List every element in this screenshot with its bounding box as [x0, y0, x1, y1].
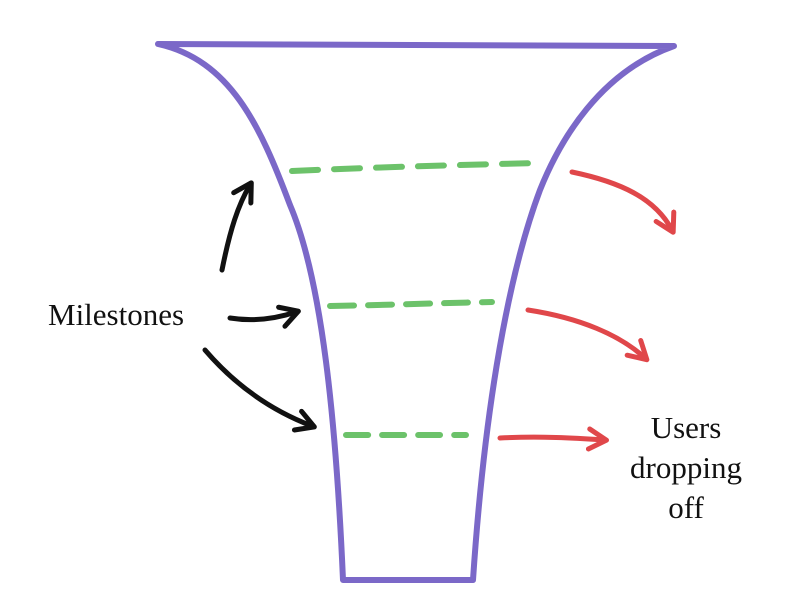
dropoff-label-line-2: dropping	[630, 450, 742, 485]
dropoff-label-line-3: off	[668, 490, 704, 525]
milestone-line-2	[327, 299, 495, 309]
dropoff-arrow-3	[497, 426, 609, 452]
dropoff-arrow-2	[525, 307, 650, 363]
users-dropping-off-label: Users dropping off	[606, 408, 766, 528]
dropoff-label-line-1: Users	[650, 410, 722, 445]
dropoff-arrow-1	[569, 169, 677, 235]
pointer-arrow-3	[202, 347, 317, 433]
pointer-arrow-2	[227, 304, 301, 329]
pointer-arrow-1	[219, 180, 254, 273]
milestone-line-1	[289, 160, 541, 174]
funnel-outline	[155, 41, 677, 583]
milestones-label: Milestones	[48, 297, 185, 332]
